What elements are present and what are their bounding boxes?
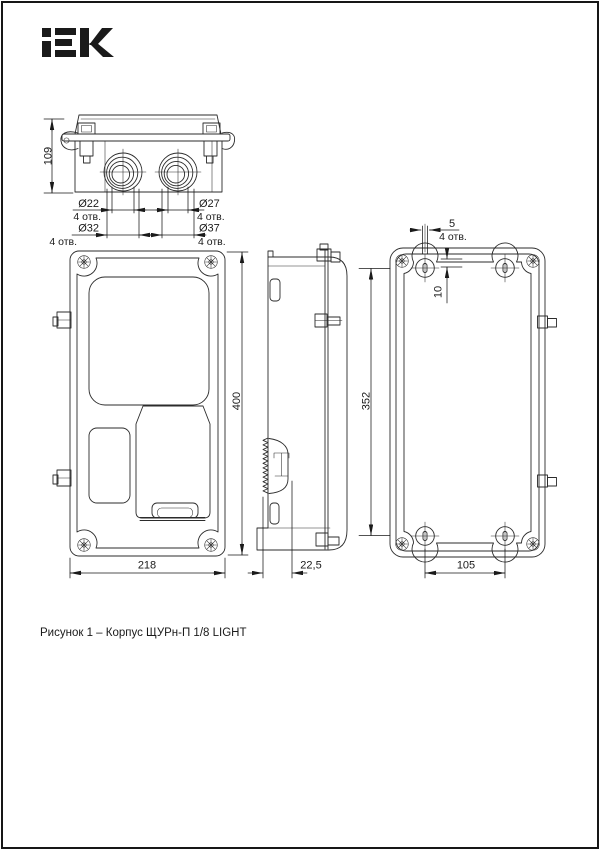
mounting-hole-top-right <box>490 253 520 283</box>
dim-label: Ø32 <box>78 223 99 235</box>
mounting-hole-top-left <box>410 253 440 283</box>
door-outline <box>69 250 226 557</box>
dim-label: 4 отв. <box>198 236 226 248</box>
dim-label: 109 <box>43 147 55 165</box>
dim-front-height: 400 <box>226 251 249 556</box>
serrated-edge <box>262 437 269 494</box>
hinge-rod <box>61 133 231 142</box>
dim-label: 4 отв. <box>49 236 77 248</box>
dim-label: 400 <box>231 392 243 410</box>
body-outline <box>74 140 223 193</box>
label-pocket <box>88 427 131 504</box>
dim-label: 4 отв. <box>197 211 225 223</box>
corner-screw <box>526 254 540 268</box>
dim-label: Ø22 <box>78 198 99 210</box>
dim-top-height: 109 <box>43 118 74 194</box>
dim-label: Ø27 <box>199 198 220 210</box>
figure-caption: Рисунок 1 – Корпус ЩУРн-П 1/8 LIGHT <box>40 627 246 639</box>
dim-hole-h-span: 105 <box>424 548 506 579</box>
back-view <box>389 223 557 563</box>
viewing-window <box>88 276 210 406</box>
back-panel-outline <box>403 242 532 563</box>
cable-gland-right <box>154 148 202 196</box>
hinge-bracket-upper <box>537 315 557 329</box>
dim-label: 352 <box>361 392 373 410</box>
dim-label: 105 <box>457 560 475 572</box>
dim-label: 22,5 <box>300 560 321 572</box>
hinge-top <box>316 243 341 263</box>
corner-screw <box>526 537 540 551</box>
dim-gland-diameters: Ø22 4 отв. Ø27 4 отв. Ø32 4 отв. Ø37 4 о… <box>49 186 226 248</box>
door-edge <box>324 248 329 550</box>
dim-label: 4 отв. <box>439 231 467 243</box>
mounting-hole-bottom-right <box>490 521 520 551</box>
corner-screw <box>204 538 218 552</box>
corner-screw <box>77 538 91 552</box>
dim-front-width: 218 <box>69 557 226 579</box>
hinge-middle <box>314 313 343 328</box>
cable-gland-left <box>99 148 147 196</box>
abonent-door <box>135 405 211 519</box>
corner-screw <box>204 255 218 269</box>
lid-outline <box>74 114 222 135</box>
vent-slot-bottom <box>269 502 280 525</box>
back-outline <box>389 247 546 558</box>
hinge-right <box>202 122 236 164</box>
dim-slot-width: 5 4 отв. <box>409 218 467 255</box>
top-view <box>60 114 236 196</box>
corner-screw <box>77 255 91 269</box>
din-rail-bracket <box>262 437 290 494</box>
dim-label: 5 <box>449 218 455 230</box>
dim-label: Ø37 <box>199 223 220 235</box>
corner-screw <box>395 537 409 551</box>
dimensions: 109 Ø22 4 отв. Ø27 4 отв. Ø32 4 отв. Ø37… <box>43 118 506 579</box>
dim-side-depth: 22,5 <box>247 480 322 579</box>
dim-label: 10 <box>433 286 445 298</box>
mounting-hole-bottom-left <box>410 521 440 551</box>
vent-slot-top <box>269 278 281 302</box>
hinge-upper <box>52 311 72 329</box>
front-view <box>52 250 226 557</box>
hinge-bottom <box>315 532 340 547</box>
hinge-bracket-lower <box>537 474 557 488</box>
iek-logo: IEK <box>42 28 114 57</box>
side-view <box>256 243 348 551</box>
hinge-left <box>60 122 96 164</box>
dim-label: 4 отв. <box>73 211 101 223</box>
latch <box>139 502 206 521</box>
dim-label: 218 <box>138 560 156 572</box>
hinge-lower <box>52 469 72 487</box>
corner-screw <box>395 254 409 268</box>
dim-hole-offset: 10 <box>433 247 463 304</box>
door-inner-outline <box>76 257 219 549</box>
dim-hole-v-span: 352 <box>358 268 391 536</box>
din-rail-profile <box>273 452 290 477</box>
side-outline <box>256 256 348 551</box>
